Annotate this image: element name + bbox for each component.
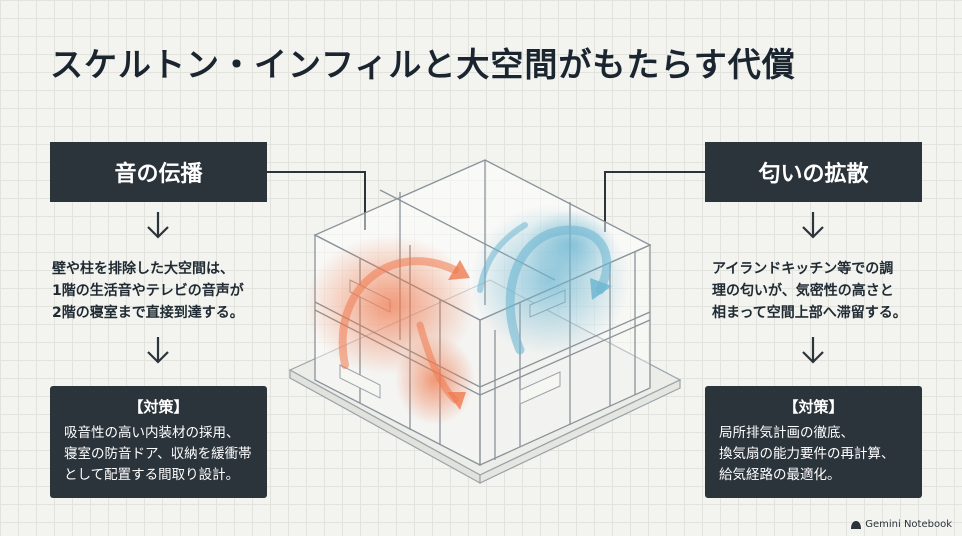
smell-measure-heading: 【対策】 (783, 398, 844, 416)
smell-measure-line: 局所排気計画の徹底、 (719, 425, 854, 441)
sound-measure-line: 吸音性の高い内装材の採用、 (64, 425, 240, 441)
smell-description-line: 相まって空間上部へ滞留する。 (712, 305, 907, 321)
smell-description-line: 理の匂いが、気密性の高さと (712, 283, 894, 299)
smell-measure-line: 給気経路の最適化。 (719, 467, 841, 483)
page-title: スケルトン・インフィルと大空間がもたらす代償 (50, 45, 796, 84)
sound-label: 音の伝播 (50, 142, 267, 202)
sound-label-text: 音の伝播 (114, 162, 203, 187)
smell-flow (470, 205, 630, 355)
footer-brand-text: Gemini Notebook (865, 519, 952, 530)
sound-description-line: 1階の生活音やテレビの音声が (52, 283, 244, 299)
sound-measure-box: 【対策】 吸音性の高い内装材の採用、 寝室の防音ドア、収納を緩衝帯 として配置す… (50, 386, 267, 498)
down-arrow-icon (147, 212, 169, 239)
sound-measure-line: 寝室の防音ドア、収納を緩衝帯 (64, 446, 252, 462)
down-arrow-icon (802, 337, 824, 364)
sound-measure-heading: 【対策】 (128, 398, 189, 416)
smell-description: アイランドキッチン等での調 理の匂いが、気密性の高さと 相まって空間上部へ滞留す… (712, 258, 907, 324)
down-arrow-icon (802, 212, 824, 239)
smell-label-text: 匂いの拡散 (758, 162, 869, 187)
sound-flow (305, 235, 475, 425)
sound-description: 壁や柱を排除した大空間は、 1階の生活音やテレビの音声が 2階の寝室まで直接到達… (52, 258, 244, 324)
smell-measure-box: 【対策】 局所排気計画の徹底、 換気扇の能力要件の再計算、 給気経路の最適化。 (705, 386, 922, 498)
smell-measure-line: 換気扇の能力要件の再計算、 (719, 446, 895, 462)
smell-description-line: アイランドキッチン等での調 (712, 261, 894, 277)
smell-label: 匂いの拡散 (705, 142, 922, 202)
sound-description-line: 壁や柱を排除した大空間は、 (52, 261, 234, 277)
sound-description-line: 2階の寝室まで直接到達する。 (52, 305, 244, 321)
gemini-logo-icon (851, 520, 862, 529)
sound-measure-line: として配置する間取り設計。 (64, 467, 240, 483)
down-arrow-icon (147, 337, 169, 364)
footer-brand: Gemini Notebook (851, 519, 952, 530)
building-illustration (288, 159, 682, 485)
left-connector (267, 171, 366, 230)
right-connector (604, 171, 705, 232)
